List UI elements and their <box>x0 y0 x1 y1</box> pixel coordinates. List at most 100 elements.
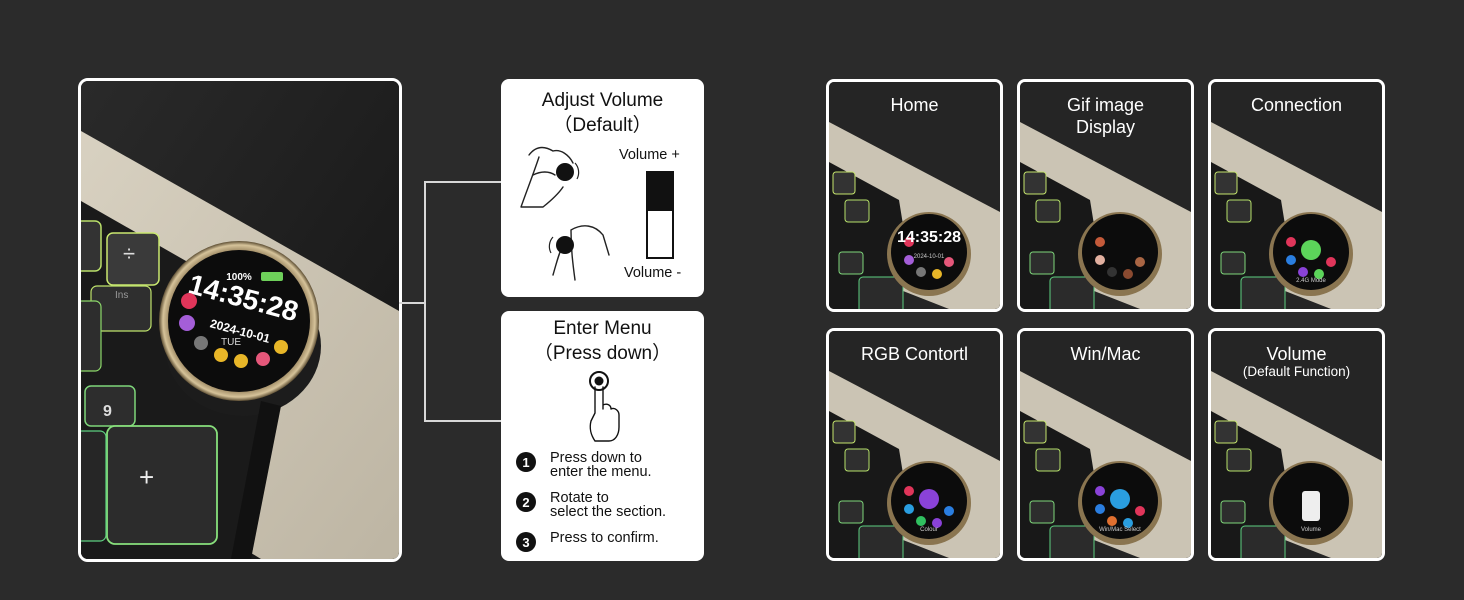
tile-title-text: Gif image Display <box>1066 95 1145 137</box>
menu-steps-list: 1 Press down to enter the menu. 2 Rotate… <box>516 451 666 564</box>
tile-title: Win/Mac <box>1020 343 1191 365</box>
tile-subtitle: (Default Function) <box>1242 364 1351 379</box>
tile-connection: 2.4G Mode Connection <box>1208 79 1385 312</box>
volume-plus-label: Volume + <box>619 147 680 163</box>
tile-keyboard-illustration: Volume <box>1211 331 1382 558</box>
screen-icon <box>1135 257 1145 267</box>
step-text: Rotate to select the section. <box>550 490 667 520</box>
screen-icon <box>916 267 926 277</box>
screen-icon <box>932 269 942 279</box>
screen-main-text: 14:35:28 <box>897 229 961 246</box>
step-text: Press to confirm. <box>550 530 659 546</box>
tile-title: RGB Contortl <box>829 343 1000 365</box>
screen-icon <box>1314 269 1324 279</box>
app-icon-alert <box>234 354 248 368</box>
app-icon-gray <box>194 336 208 350</box>
main-keyboard-photo: ÷ Ins 9 + 100% 14:35:28 2024-10-01 TUE <box>78 78 402 562</box>
knob-top-circle <box>556 163 574 181</box>
tile-title-text: Win/Mac <box>1070 344 1141 364</box>
step-text: Press down to enter the menu. <box>550 450 652 480</box>
screen-caption: Win/Mac Select <box>1099 527 1141 533</box>
tile-gif-image-display: Gif image Display <box>1017 79 1194 312</box>
screen-icon <box>1107 516 1117 526</box>
menu-card-title: Enter Menu <box>553 318 652 339</box>
tile-title-text: RGB Contortl <box>860 344 969 364</box>
tile-keyboard-illustration <box>1020 82 1191 309</box>
clock-weekday: TUE <box>221 337 241 348</box>
screen-icon <box>1123 269 1133 279</box>
screen-caption: 2024-10-01 <box>914 254 945 260</box>
screen-icon <box>904 255 914 265</box>
volume-level-fill <box>648 173 672 211</box>
tile-title: Gif image Display <box>1020 94 1191 138</box>
press-finger-icon <box>589 371 620 442</box>
keyboard-knob-illustration: ÷ Ins 9 + 100% 14:35:28 2024-10-01 TUE <box>81 81 399 559</box>
battery-icon <box>261 272 283 281</box>
app-icon-lightning <box>214 348 228 362</box>
volume-slider-screen-icon <box>1302 491 1320 521</box>
screen-icon <box>916 516 926 526</box>
app-icon-diamond <box>274 340 288 354</box>
connector-to-menu <box>424 420 502 422</box>
volume-card-subtitle: （Default） <box>553 115 652 136</box>
screen-center-icon <box>919 489 939 509</box>
tile-title: Home <box>829 94 1000 116</box>
screen-icon <box>1095 504 1105 514</box>
screen-caption: Colour <box>920 527 938 533</box>
screen-icon <box>1107 267 1117 277</box>
knob-bottom-circle <box>556 236 574 254</box>
app-icon-win <box>181 293 197 309</box>
app-icon-music <box>179 315 195 331</box>
menu-step-3: 3 Press to confirm. <box>516 531 666 552</box>
menu-step-2: 2 Rotate to select the section. <box>516 491 666 519</box>
screen-icon <box>904 504 914 514</box>
screen-icon <box>904 237 914 247</box>
screen-center-icon <box>1301 240 1321 260</box>
menu-card-subtitle: （Press down） <box>533 343 672 364</box>
tile-title-text: Volume <box>1266 344 1327 364</box>
tile-title: Connection <box>1211 94 1382 116</box>
app-icon-lock <box>256 352 270 366</box>
screen-icon <box>932 518 942 528</box>
screen-icon <box>904 486 914 496</box>
screen-icon <box>1095 237 1105 247</box>
keycaps <box>81 220 218 545</box>
screen-icon <box>944 257 954 267</box>
screen-icon <box>1135 506 1145 516</box>
connector-vertical <box>424 181 426 421</box>
volume-card-title: Adjust Volume <box>541 90 664 111</box>
screen-icon <box>1095 486 1105 496</box>
key-label-plus: + <box>139 462 154 492</box>
tile-title: Volume(Default Function) <box>1211 343 1382 379</box>
step-number-badge: 1 <box>516 452 536 472</box>
tile-keyboard-illustration: Win/Mac Select <box>1020 331 1191 558</box>
screen-icon <box>1326 257 1336 267</box>
volume-minus-label: Volume - <box>624 265 682 281</box>
key-label-divide: ÷ <box>123 241 135 266</box>
rotate-knob-hands-icon <box>520 146 610 281</box>
key-label-ins: Ins <box>115 290 128 301</box>
connector-to-volume <box>424 181 502 183</box>
volume-level-meter <box>646 171 674 259</box>
tile-win-mac: Win/Mac Select Win/Mac <box>1017 328 1194 561</box>
menu-step-1: 1 Press down to enter the menu. <box>516 451 666 479</box>
tile-title-text: Connection <box>1250 95 1343 115</box>
screen-icon <box>944 506 954 516</box>
screen-icon <box>1286 255 1296 265</box>
screen-icon <box>1123 518 1133 528</box>
tile-keyboard-illustration: 2.4G Mode <box>1211 82 1382 309</box>
volume-card: Adjust Volume （Default） Volume + Volume … <box>501 79 704 297</box>
step-number-badge: 2 <box>516 492 536 512</box>
menu-card: Enter Menu （Press down） 1 Press down to … <box>501 311 704 561</box>
step-number-badge: 3 <box>516 532 536 552</box>
key-label-nine: 9 <box>103 403 112 420</box>
tile-title-text: Home <box>890 95 939 115</box>
tile-rgb-control: Colour RGB Contortl <box>826 328 1003 561</box>
tile-home: 14:35:28 2024-10-01 Home <box>826 79 1003 312</box>
screen-icon <box>1286 237 1296 247</box>
screen-icon <box>1298 267 1308 277</box>
screen-caption: 2.4G Mode <box>1296 278 1326 284</box>
screen-caption: Volume <box>1301 527 1322 533</box>
connector-horizontal-main <box>399 302 425 304</box>
